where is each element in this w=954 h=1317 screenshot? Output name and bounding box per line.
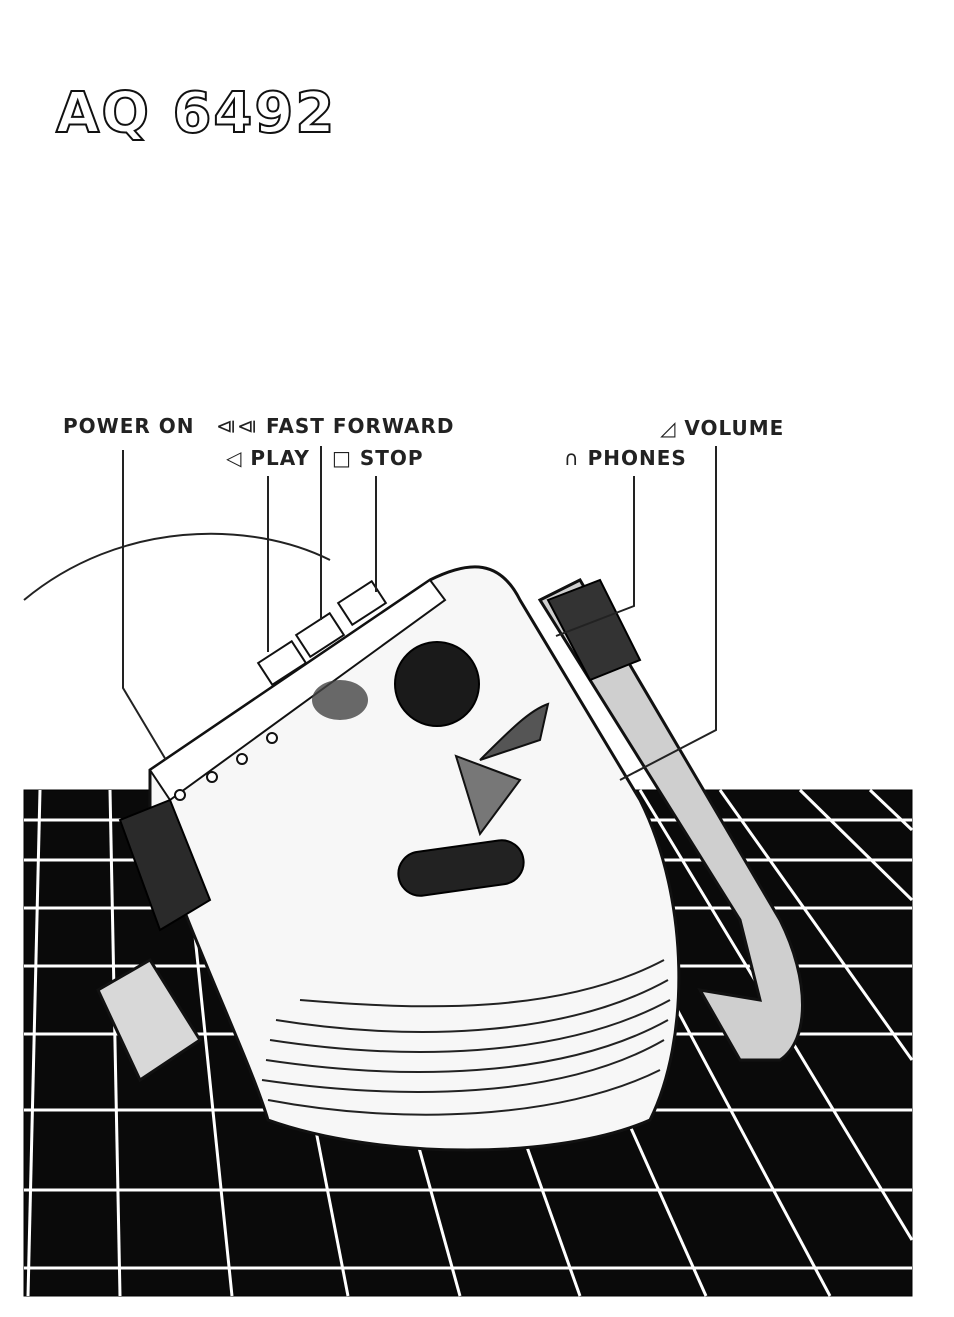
- dark-knob: [394, 641, 480, 727]
- phones-text: PHONES: [587, 446, 687, 470]
- arrow-mark: [454, 754, 522, 837]
- fast-forward-button: [294, 611, 346, 659]
- label-fast-forward: ⧏⧏ FAST FORWARD: [216, 416, 455, 436]
- phones-leader: [555, 476, 635, 637]
- stop-text: STOP: [359, 446, 424, 470]
- headphone-cord: [23, 532, 331, 601]
- stop-icon: □: [332, 446, 352, 470]
- model-title: AQ 6492: [55, 81, 337, 146]
- volume-leader: [619, 446, 717, 781]
- fast-forward-text: FAST FORWARD: [265, 414, 455, 438]
- belt-clip: [537, 578, 804, 1062]
- base-stripes: [261, 959, 671, 1116]
- shaded-spot: [312, 680, 368, 720]
- volume-wheel: [546, 578, 642, 682]
- window-slot: [397, 839, 525, 897]
- label-phones: ∩ PHONES: [564, 448, 687, 468]
- volume-text: VOLUME: [684, 416, 785, 440]
- headphones-icon: ∩: [564, 446, 580, 470]
- device-top-band: [148, 578, 447, 802]
- play-button: [256, 639, 308, 687]
- indicator-dots: [174, 732, 278, 801]
- fast-forward-icon: ⧏⧏: [216, 414, 258, 438]
- label-play: ◁ PLAY: [226, 448, 310, 468]
- label-stop: □ STOP: [332, 448, 424, 468]
- label-volume: ◿ VOLUME: [660, 418, 784, 438]
- callout-lines: [122, 446, 717, 781]
- power-on-text: POWER ON: [63, 414, 195, 438]
- play-icon: ◁: [226, 446, 243, 470]
- label-power-on: POWER ON: [63, 416, 195, 436]
- headphone-plug: [96, 957, 203, 1083]
- stop-button: [336, 579, 388, 627]
- play-text: PLAY: [250, 446, 310, 470]
- volume-icon: ◿: [660, 416, 677, 440]
- arrow-tail: [479, 702, 550, 761]
- power-on-leader: [122, 450, 167, 761]
- headphone-earpiece: [118, 798, 212, 932]
